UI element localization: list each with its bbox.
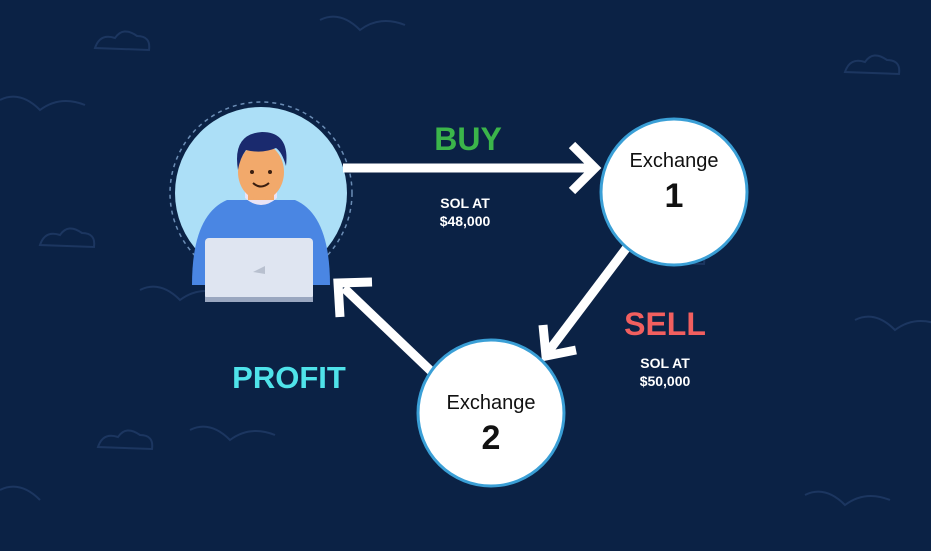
exchange-1-number: 1	[665, 177, 684, 215]
exchange-2-node: Exchange 2	[416, 338, 566, 488]
background-decorations	[0, 15, 931, 507]
sell-arrowhead	[538, 324, 577, 362]
profit-arrow	[340, 284, 437, 377]
cloud-icon	[96, 429, 154, 451]
exchange-2-name: Exchange	[447, 392, 536, 414]
arrows	[333, 141, 638, 377]
wing-icon	[0, 95, 86, 112]
sell-label: SELL	[624, 306, 706, 342]
buy-detail-line1: SOL AT	[440, 195, 490, 211]
buy-label: BUY	[434, 121, 502, 157]
sell-detail-line2: $50,000	[640, 373, 691, 389]
sell-detail-line1: SOL AT	[640, 355, 690, 371]
exchange-1-name: Exchange	[630, 150, 719, 172]
wing-icon	[189, 425, 276, 442]
person-face	[238, 144, 284, 200]
wing-icon	[854, 315, 931, 332]
wing-icon	[804, 490, 891, 507]
buy-detail-line2: $48,000	[440, 213, 491, 229]
trader-avatar	[169, 101, 353, 302]
exchange-1-node: Exchange 1	[599, 117, 749, 267]
avatar-dashed-ring	[169, 101, 353, 285]
buy-arrowhead	[568, 141, 602, 195]
cloud-icon	[843, 54, 901, 76]
profit-label: PROFIT	[232, 360, 346, 395]
profit-arrowhead	[333, 277, 373, 318]
wing-icon	[319, 15, 406, 32]
cloud-icon	[38, 227, 96, 249]
sell-arrow	[544, 235, 638, 355]
cloud-icon	[93, 30, 151, 52]
exchange-2-number: 2	[482, 419, 501, 457]
person-hair	[237, 132, 287, 170]
wing-icon	[0, 485, 41, 501]
